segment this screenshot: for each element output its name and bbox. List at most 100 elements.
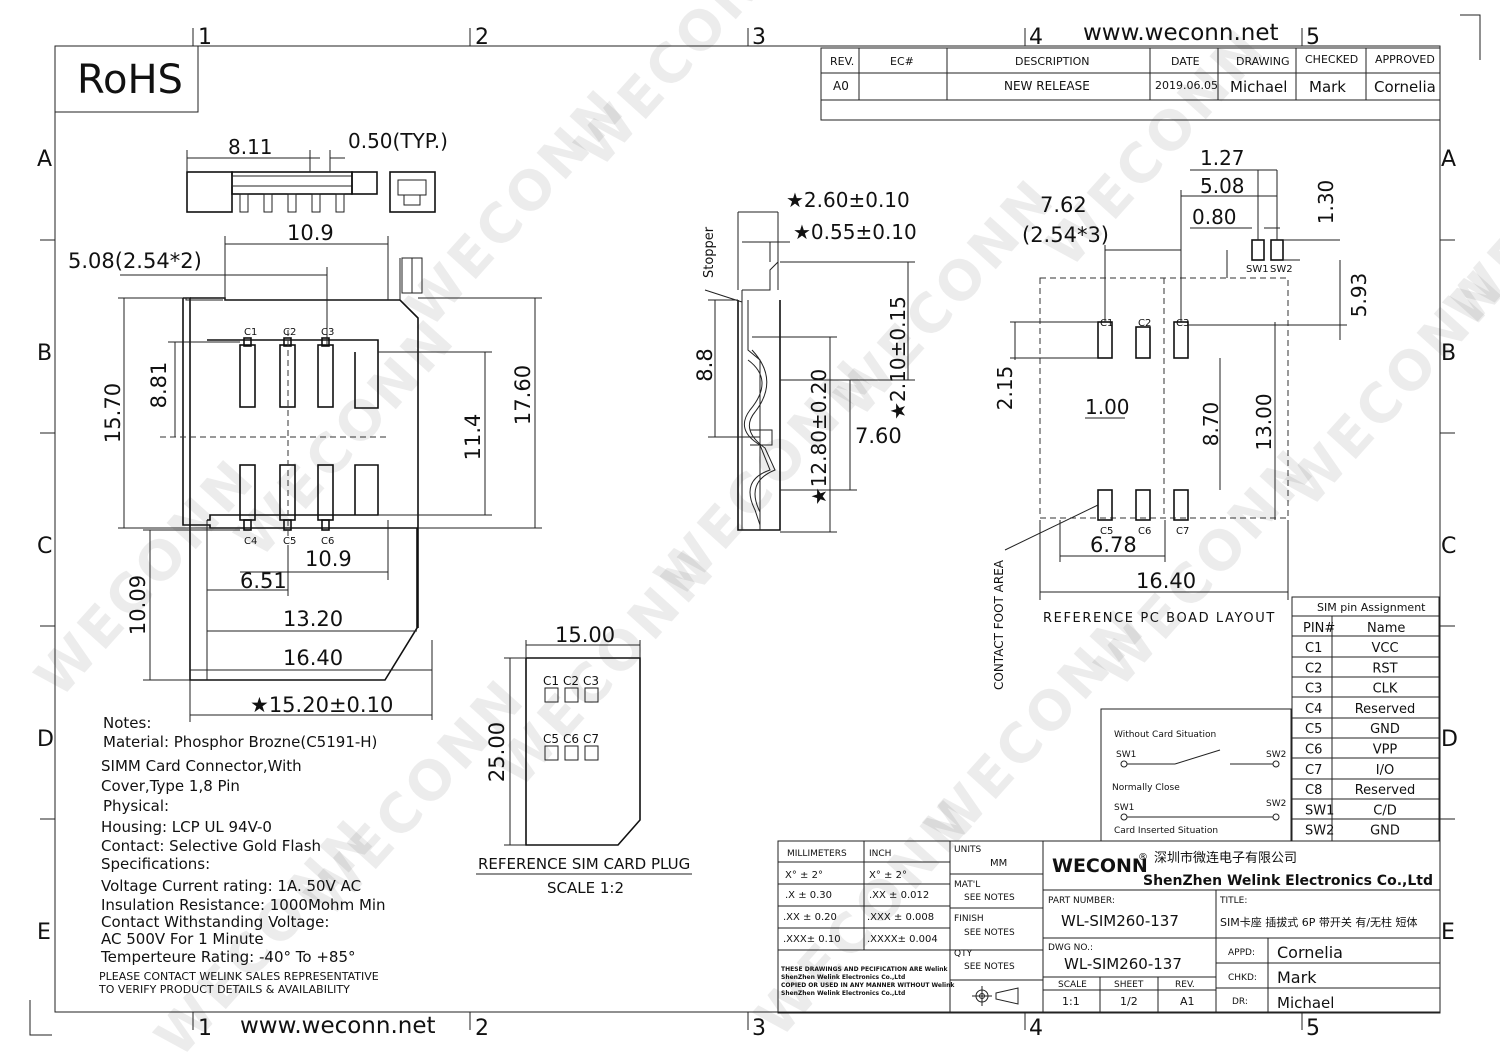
pin-table-name: RST: [1372, 661, 1397, 676]
rev-cell: NEW RELEASE: [1004, 79, 1090, 93]
rev-cell: A0: [833, 79, 849, 93]
tb-label: DR:: [1232, 997, 1248, 1007]
sim-pin-label: C2: [563, 674, 579, 688]
note-line: SIMM Card Connector,With: [101, 757, 302, 775]
switch-diagram: Without Card Situation SW1 SW2 Normally …: [1100, 708, 1292, 842]
rev-cell: 2019.06.05: [1155, 79, 1218, 92]
dim-label: 8.70: [1199, 402, 1223, 447]
rev-cell: Cornelia: [1374, 78, 1436, 96]
switch-text: Card Inserted Situation: [1114, 826, 1218, 836]
pin-table-pin: SW2: [1305, 824, 1334, 839]
note-line: Insulation Resistance: 1000Mohm Min: [101, 896, 386, 914]
zone-col: 2: [475, 1016, 489, 1041]
zone-row: A: [37, 147, 52, 172]
contact-line: TO VERIFY PRODUCT DETAILS & AVAILABILITY: [98, 983, 350, 996]
dim-label: 8.8: [693, 348, 717, 381]
rev-header: DATE: [1171, 55, 1200, 68]
sim-pin-label: C5: [543, 732, 559, 746]
sim-pin-label: C1: [543, 674, 559, 688]
tb-value: 1/2: [1120, 995, 1138, 1008]
tol-cell: X° ± 2°: [869, 870, 907, 881]
company-cn: 深圳市微连电子有限公司: [1154, 850, 1297, 866]
dim-label: 5.08(2.54*2): [68, 249, 202, 273]
pin-table-name: VCC: [1371, 641, 1398, 656]
dim-label: 1.30: [1314, 180, 1338, 225]
dim-label: ★2.10±0.15: [886, 296, 910, 420]
dim-label: 5.08: [1200, 174, 1245, 198]
tb-label: UNITS: [954, 845, 981, 855]
switch-text: SW2: [1266, 750, 1286, 760]
watermark: WECONN: [483, 536, 728, 798]
pin-table-pin: C1: [1305, 641, 1322, 656]
note-line: Material: Phosphor Brozne(C5191-H): [103, 733, 377, 751]
pin-table-pin: C4: [1305, 702, 1322, 717]
zone-col: 1: [198, 25, 212, 50]
pin-table-name: Reserved: [1355, 783, 1416, 798]
switch-text: SW1: [1116, 750, 1136, 760]
zone-col: 3: [752, 25, 766, 50]
tb-value: SEE NOTES: [964, 893, 1015, 903]
tb-value: Michael: [1277, 994, 1334, 1012]
dim-label: 16.40: [283, 646, 343, 670]
sim-dim-width: 15.00: [555, 623, 615, 647]
zone-col: 4: [1029, 25, 1043, 50]
rev-cell: Mark: [1309, 78, 1346, 96]
disclaimer-line: ShenZhen Welink Electronics Co.,Ltd: [781, 974, 905, 981]
zone-row: B: [37, 341, 52, 366]
zone-row: A: [1441, 147, 1456, 172]
dim-label: 13.00: [1252, 393, 1276, 450]
note-line: Voltage Current rating: 1A. 50V AC: [101, 877, 361, 895]
sim-card-scale: SCALE 1:2: [547, 879, 624, 897]
title-block: MILLIMETERS INCH X° ± 2° X° ± 2° .X ± 0.…: [777, 840, 1441, 1014]
dim-label: 2.15: [993, 366, 1017, 411]
zone-row: E: [1441, 920, 1455, 945]
dim-label: ★15.20±0.10: [250, 693, 393, 717]
dim-label: 17.60: [511, 365, 535, 425]
dim-label: (2.54*3): [1022, 223, 1109, 247]
part-number: WL-SIM260-137: [1061, 912, 1179, 930]
tb-label: PART NUMBER:: [1048, 896, 1115, 906]
zone-row: C: [37, 534, 52, 559]
dim-label: 10.9: [287, 221, 334, 245]
dim-label: 1.00: [1085, 395, 1130, 419]
tb-label: REV.: [1175, 980, 1195, 990]
pin-label: C3: [321, 327, 334, 338]
tb-value: SEE NOTES: [964, 928, 1015, 938]
disclaimer-line: THESE DRAWINGS AND PECIFICATION ARE Weli…: [781, 966, 949, 973]
rev-header: CHECKED: [1305, 53, 1358, 66]
note-line: AC 500V For 1 Minute: [101, 930, 264, 948]
contact-foot-label: CONTACT FOOT AREA: [992, 559, 1006, 690]
dim-label: 0.50(TYP.): [348, 129, 448, 153]
tol-cell: .XXX ± 0.008: [867, 912, 934, 923]
brand-reg: ®: [1138, 852, 1148, 863]
dwg-number: WL-SIM260-137: [1064, 955, 1182, 973]
note-line: Contact: Selective Gold Flash: [101, 837, 321, 855]
sim-pin-label: C6: [563, 732, 579, 746]
brand-name: WECONN: [1052, 855, 1148, 877]
sw-label: SW1: [1246, 264, 1269, 275]
pin-label: C1: [244, 327, 257, 338]
pad-label: C1: [1100, 318, 1113, 329]
zone-col: 1: [198, 1016, 212, 1041]
pcb-layout-title: REFERENCE PC BOAD LAYOUT: [1043, 611, 1276, 626]
website-bottom: www.weconn.net: [240, 1013, 436, 1039]
dim-label: 8.81: [147, 362, 171, 409]
tb-label: APPD:: [1228, 948, 1255, 958]
tb-label: SCALE: [1058, 980, 1087, 990]
pin-table-pin: C3: [1305, 682, 1322, 697]
zone-row: E: [37, 920, 51, 945]
sim-pin-label: C3: [583, 674, 599, 688]
tol-cell: .XXXX± 0.004: [867, 934, 938, 945]
zone-col: 3: [752, 1016, 766, 1041]
pad-label: C5: [1100, 526, 1113, 537]
note-line: Contact Withstanding Voltage:: [101, 913, 329, 931]
pin-table-pin: C6: [1305, 743, 1322, 758]
tb-value: 1:1: [1062, 995, 1080, 1008]
dim-label: 13.20: [283, 607, 343, 631]
tol-cell: .XX ± 0.012: [869, 890, 929, 901]
pin-table-header: PIN#: [1303, 621, 1335, 636]
note-line: Specifications:: [101, 855, 210, 873]
note-line: Cover,Type 1,8 Pin: [101, 777, 240, 795]
dim-label: 11.4: [461, 414, 485, 461]
